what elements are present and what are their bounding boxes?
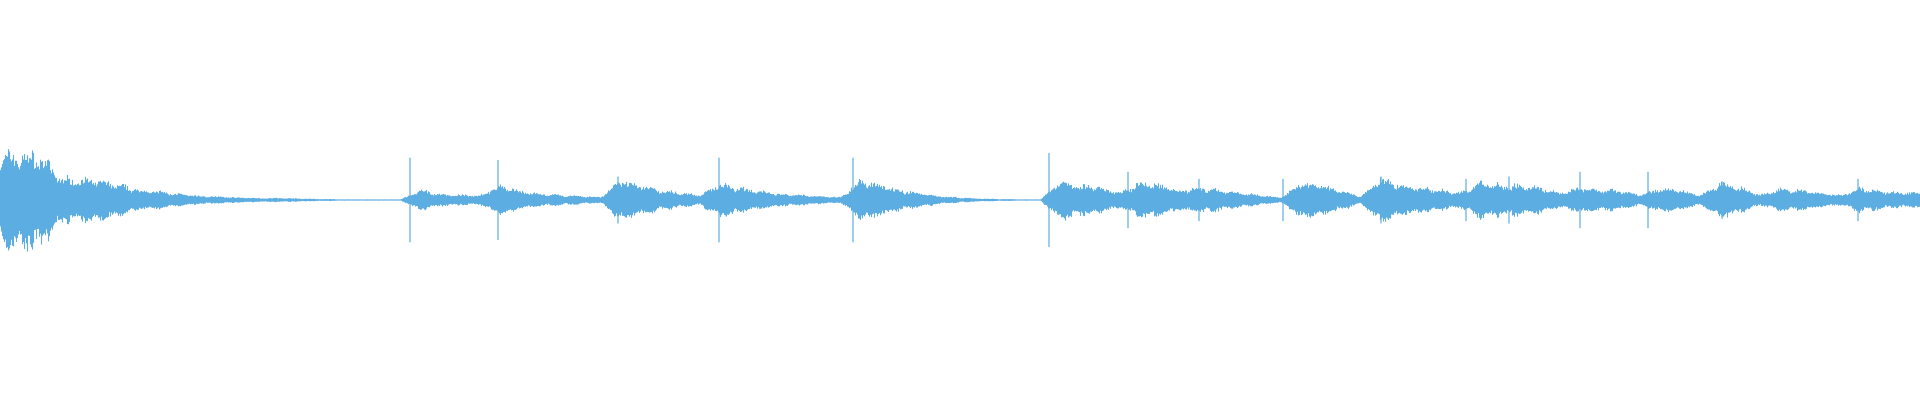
waveform-columns [0,149,1920,252]
waveform-transients [409,153,1859,247]
